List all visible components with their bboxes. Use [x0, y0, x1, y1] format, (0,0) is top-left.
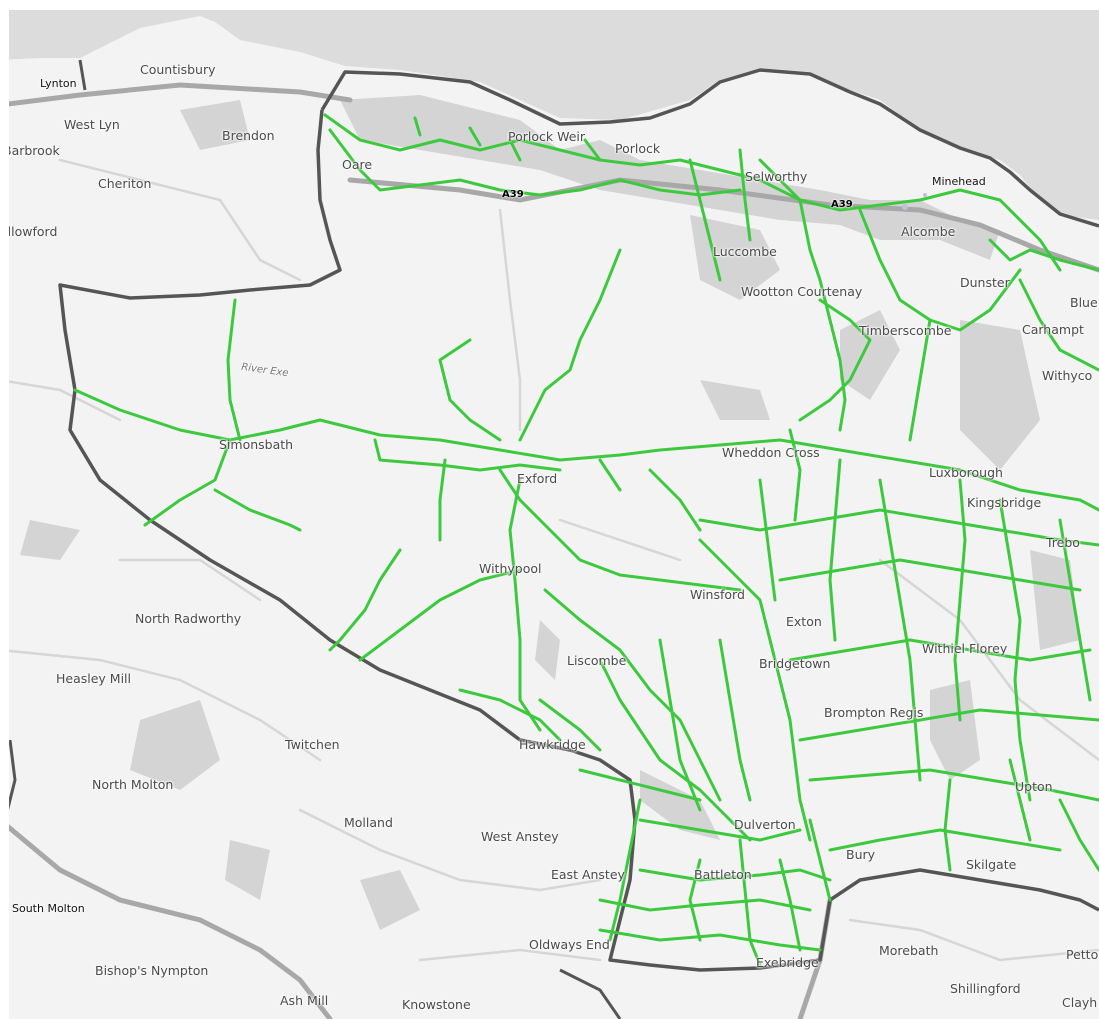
place-east-anstey: East Anstey [551, 867, 625, 882]
place-battleton: Battleton [694, 867, 752, 882]
place-barbrook: Barbrook [9, 143, 60, 158]
place-exford: Exford [517, 471, 558, 486]
place-upton: Upton [1015, 779, 1053, 794]
place-dulverton: Dulverton [734, 817, 796, 832]
place-brompton-regis: Brompton Regis [824, 705, 924, 720]
place-west-anstey: West Anstey [481, 829, 559, 844]
place-south-molton: South Molton [12, 902, 85, 915]
place-liscombe: Liscombe [567, 653, 627, 668]
place-allowford: allowford [9, 224, 58, 239]
place-carhampton: Carhampt [1022, 322, 1084, 337]
place-hawkridge: Hawkridge [519, 737, 586, 752]
place-alcombe: Alcombe [901, 224, 956, 239]
route-network[interactable] [73, 113, 1099, 967]
place-north-radworthy: North Radworthy [135, 611, 242, 626]
place-countisbury: Countisbury [140, 62, 216, 77]
land-area [9, 16, 1099, 1019]
place-porlock: Porlock [615, 141, 661, 156]
place-twitchen: Twitchen [285, 737, 340, 752]
place-timberscombe: Timberscombe [859, 323, 952, 338]
woodland-areas [20, 95, 1080, 930]
road-label-a39-west: A39 [502, 189, 524, 200]
place-luccombe: Luccombe [713, 244, 777, 259]
place-treborough: Trebo [1046, 535, 1080, 550]
place-simonsbath: Simonsbath [219, 437, 294, 452]
place-north-molton: North Molton [92, 777, 174, 792]
place-exebridge: Exebridge [756, 955, 819, 970]
place-morebath: Morebath [879, 943, 939, 958]
place-withiel-florey: Withiel Florey [922, 641, 1008, 656]
place-minehead: Minehead [932, 175, 986, 188]
place-bury: Bury [846, 847, 876, 862]
place-exton: Exton [786, 614, 822, 629]
place-kingsbridge: Kingsbridge [967, 495, 1042, 510]
minor-roads [9, 158, 1099, 962]
place-bridgetown: Bridgetown [759, 656, 831, 671]
place-ash-mill: Ash Mill [280, 993, 329, 1008]
map-canvas[interactable] [9, 10, 1099, 1019]
place-bishops-nympton: Bishop's Nympton [95, 963, 209, 978]
place-heasley-mill: Heasley Mill [56, 671, 131, 686]
place-wheddon-cross: Wheddon Cross [722, 445, 820, 460]
place-oare: Oare [342, 157, 373, 172]
place-brendon: Brendon [222, 128, 275, 143]
map-viewport[interactable]: A39 A39 River Exe Lynton Countisbury Wes… [9, 10, 1099, 1019]
place-withypool: Withypool [479, 561, 542, 576]
place-shillingford: Shillingford [950, 981, 1021, 996]
place-dunster: Dunster [960, 275, 1010, 290]
place-luxborough: Luxborough [929, 465, 1003, 480]
county-boundary [9, 59, 622, 1019]
place-lynton: Lynton [40, 77, 77, 90]
place-skilgate: Skilgate [966, 857, 1017, 872]
place-clayhanger: Clayh [1062, 995, 1098, 1010]
place-molland: Molland [344, 815, 393, 830]
place-withycombe: Withyco [1042, 368, 1093, 383]
place-west-lyn: West Lyn [64, 117, 120, 132]
place-selworthy: Selworthy [745, 169, 808, 184]
place-petton: Petto [1066, 947, 1099, 962]
place-wootton-courtenay: Wootton Courtenay [741, 284, 863, 299]
place-knowstone: Knowstone [402, 997, 471, 1012]
built-up-area [902, 193, 927, 210]
place-winsford: Winsford [690, 587, 745, 602]
road-label-a39-east: A39 [831, 199, 853, 210]
park-boundary [58, 68, 1099, 972]
place-oldways-end: Oldways End [529, 937, 610, 952]
place-cheriton: Cheriton [98, 176, 152, 191]
place-blue: Blue [1070, 295, 1098, 310]
place-porlock-weir: Porlock Weir [508, 129, 586, 144]
